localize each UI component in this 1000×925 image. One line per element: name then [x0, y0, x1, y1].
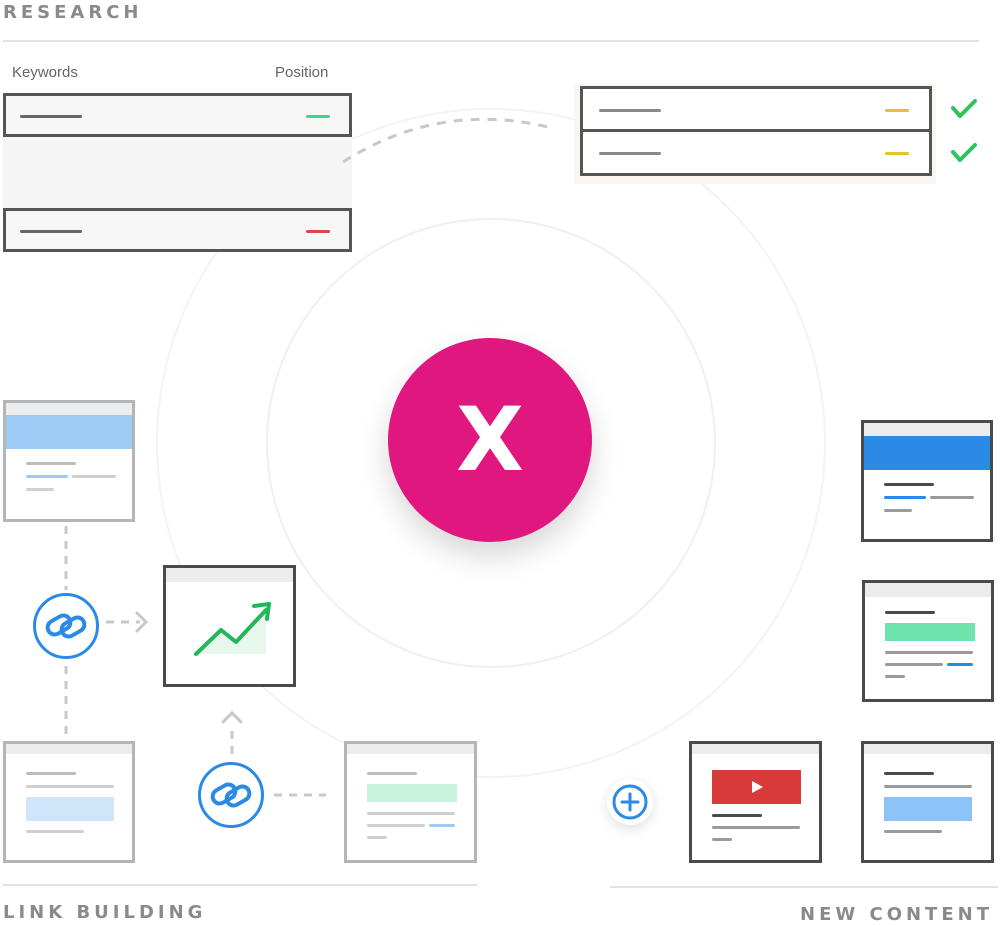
- link-badge-left: [33, 593, 99, 659]
- keyword-row-1: [3, 93, 352, 137]
- keyword-placeholder: [20, 230, 82, 233]
- keyword-placeholder: [599, 109, 661, 112]
- column-header-keywords: Keywords: [12, 64, 78, 81]
- text-line: [26, 772, 76, 775]
- link-icon: [210, 782, 252, 808]
- keyword-row-2: [3, 208, 352, 252]
- content-block: [884, 797, 972, 821]
- text-line: [885, 611, 935, 614]
- position-neutral-indicator: [885, 109, 909, 112]
- text-line: [884, 785, 972, 788]
- text-line: [885, 675, 905, 678]
- content-block: [26, 797, 114, 821]
- keyword-placeholder: [599, 152, 661, 155]
- keyword-row-gap: [3, 137, 352, 209]
- text-line: [26, 488, 54, 491]
- growth-chart-card: [163, 565, 296, 687]
- text-line: [26, 462, 76, 465]
- orbit-ring-outer: [156, 108, 826, 778]
- text-line: [884, 772, 934, 775]
- section-title-new-content: NEW CONTENT: [800, 904, 993, 925]
- text-line: [930, 496, 974, 499]
- link-badge-bottom: [198, 762, 264, 828]
- text-line: [884, 483, 934, 486]
- section-title-research: RESEARCH: [3, 2, 143, 23]
- play-icon: [752, 781, 763, 793]
- link-icon: [45, 613, 87, 639]
- keyword-placeholder: [20, 115, 82, 118]
- position-neutral-indicator: [885, 152, 909, 155]
- link-line: [947, 663, 973, 666]
- text-line: [712, 826, 800, 829]
- text-line: [26, 785, 114, 788]
- hub-label: X: [456, 388, 524, 491]
- trend-up-icon: [194, 602, 271, 656]
- referring-page-card: [344, 741, 477, 863]
- link-line: [429, 824, 455, 827]
- text-line: [712, 838, 732, 841]
- video-player: [712, 770, 801, 804]
- content-page-card-1: [861, 420, 993, 542]
- research-divider: [3, 40, 979, 42]
- text-line: [367, 824, 425, 827]
- content-block: [885, 623, 975, 641]
- add-content-badge: [607, 779, 653, 825]
- text-line: [884, 509, 912, 512]
- text-line: [884, 830, 942, 833]
- tracked-keyword-row-1: [580, 86, 932, 132]
- tracked-keyword-row-2: [580, 129, 932, 176]
- plus-icon: [612, 784, 648, 820]
- link-line: [26, 475, 68, 478]
- hub-circle: X: [388, 338, 592, 542]
- section-title-link-building: LINK BUILDING: [3, 902, 207, 923]
- content-page-card-2: [862, 580, 994, 702]
- content-page-card-3: [861, 741, 994, 863]
- text-line: [885, 651, 973, 654]
- target-page-card: [3, 741, 135, 863]
- link-line: [884, 496, 926, 499]
- position-down-indicator: [306, 230, 330, 233]
- link-building-divider: [3, 884, 477, 886]
- new-content-divider: [610, 886, 998, 888]
- text-line: [712, 814, 762, 817]
- text-line: [885, 663, 943, 666]
- video-page-card: [689, 741, 822, 863]
- orbit-ring-inner: [266, 218, 716, 668]
- text-line: [72, 475, 116, 478]
- text-line: [367, 836, 387, 839]
- text-line: [367, 812, 455, 815]
- column-header-position: Position: [275, 64, 329, 81]
- page-banner: [864, 436, 990, 470]
- source-page-card: [3, 400, 135, 522]
- page-banner: [6, 415, 132, 449]
- content-block: [367, 784, 457, 802]
- position-up-indicator: [306, 115, 330, 118]
- text-line: [367, 772, 417, 775]
- text-line: [26, 830, 84, 833]
